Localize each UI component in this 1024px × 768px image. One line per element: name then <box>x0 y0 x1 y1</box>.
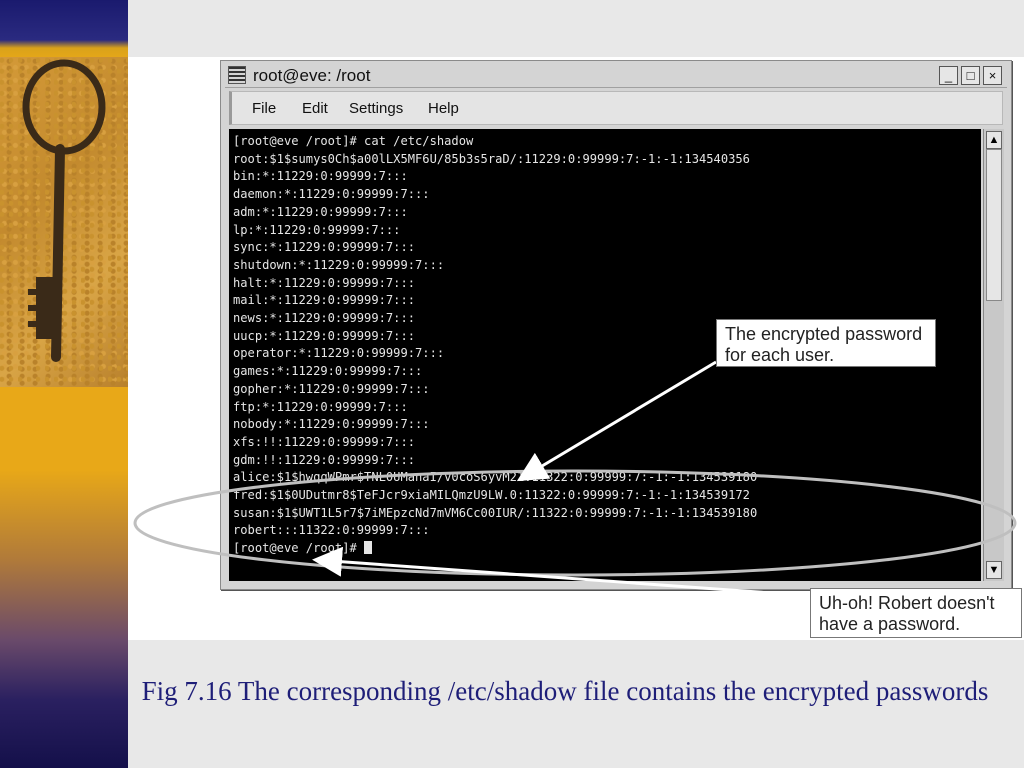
menu-settings[interactable]: Settings <box>349 100 404 117</box>
scroll-up-icon[interactable]: ▲ <box>986 131 1002 149</box>
menu-help[interactable]: Help <box>428 100 459 117</box>
terminal-line: games:*:11229:0:99999:7::: <box>233 364 423 379</box>
terminal-line: gopher:*:11229:0:99999:7::: <box>233 381 430 396</box>
terminal-line: fred:$1$0UDutmr8$TeFJcr9xiaMILQmzU9LW.0:… <box>233 488 750 503</box>
terminal-line: xfs:!!:11229:0:99999:7::: <box>233 434 416 449</box>
window-titlebar: root@eve: /root _ □ × <box>225 63 1007 88</box>
terminal-line: mail:*:11229:0:99999:7::: <box>233 293 416 308</box>
terminal-line: news:*:11229:0:99999:7::: <box>233 311 416 326</box>
scroll-down-icon[interactable]: ▼ <box>986 561 1002 579</box>
close-button[interactable]: × <box>983 66 1002 85</box>
terminal-cursor <box>364 541 373 555</box>
minimize-button[interactable]: _ <box>939 66 958 85</box>
terminal-line: adm:*:11229:0:99999:7::: <box>233 204 408 219</box>
terminal-prompt: [root@eve /root]# <box>233 541 365 556</box>
terminal-prompt-line: [root@eve /root]# <box>233 540 757 558</box>
terminal-line: ftp:*:11229:0:99999:7::: <box>233 399 408 414</box>
menubar: File Edit Settings Help <box>229 91 1003 125</box>
key-image <box>0 57 128 387</box>
key-icon <box>22 59 106 362</box>
window-menu-icon[interactable] <box>228 66 246 84</box>
terminal-line: susan:$1$UWT1L5r7$7iMEpzcNd7mVM6Cc00IUR/… <box>233 505 758 520</box>
terminal-line: operator:*:11229:0:99999:7::: <box>233 346 445 361</box>
terminal-line: [root@eve /root]# cat /etc/shadow <box>233 134 474 148</box>
terminal-line: uucp:*:11229:0:99999:7::: <box>233 328 416 343</box>
window-title: root@eve: /root <box>253 66 371 85</box>
figure-caption: Fig 7.16 The corresponding /etc/shadow f… <box>141 676 989 706</box>
terminal-line: root:$1$sumys0Ch$a00lLX5MF6U/85b3s5raD/:… <box>233 151 750 166</box>
callout-robert-no-password: Uh-oh! Robert doesn't have a password. <box>810 588 1022 638</box>
maximize-button[interactable]: □ <box>961 66 980 85</box>
terminal-line: bin:*:11229:0:99999:7::: <box>233 169 408 184</box>
menu-file[interactable]: File <box>252 100 277 117</box>
callout-encrypted-password: The encrypted password for each user. <box>716 319 936 367</box>
menu-edit[interactable]: Edit <box>302 100 328 117</box>
scroll-thumb[interactable] <box>986 149 1002 301</box>
terminal-scrollbar[interactable]: ▲ ▼ <box>983 129 1004 581</box>
terminal-line: alice:$1$hwqqWPmr$TNL0UManaI/v0coS6yvM21… <box>233 470 758 485</box>
terminal-line: nobody:*:11229:0:99999:7::: <box>233 417 430 432</box>
terminal-text: [root@eve /root]# cat /etc/shadow root:$1… <box>233 133 757 558</box>
terminal-line: gdm:!!:11229:0:99999:7::: <box>233 452 416 467</box>
terminal-line: daemon:*:11229:0:99999:7::: <box>233 187 430 202</box>
slide-header-band <box>128 0 1024 57</box>
terminal-line: robert:::11322:0:99999:7::: <box>233 523 430 538</box>
terminal-line: lp:*:11229:0:99999:7::: <box>233 222 401 237</box>
terminal-line: shutdown:*:11229:0:99999:7::: <box>233 257 445 272</box>
terminal-line: halt:*:11229:0:99999:7::: <box>233 275 416 290</box>
terminal-line: sync:*:11229:0:99999:7::: <box>233 240 416 255</box>
